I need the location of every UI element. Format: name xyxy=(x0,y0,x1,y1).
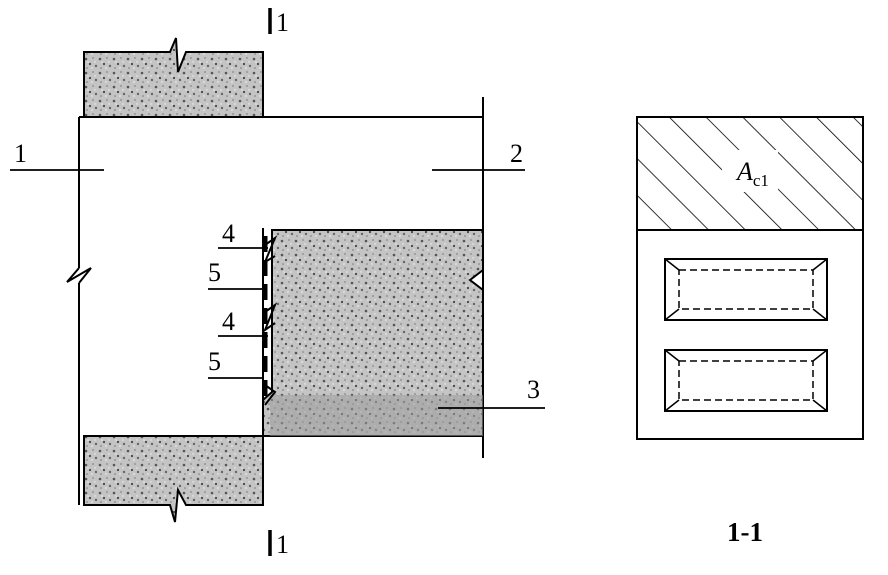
anchor-bars xyxy=(262,235,278,406)
callout-4b: 4 xyxy=(222,307,235,336)
callout-2: 2 xyxy=(510,139,523,168)
svg-text:1: 1 xyxy=(276,8,289,37)
section-mark-bottom: 1 xyxy=(268,530,289,559)
upper-column xyxy=(83,37,264,118)
opening-upper xyxy=(664,258,828,321)
section-mark-top: 1 xyxy=(268,8,289,37)
elevation-view: 1 2 3 4 4 5 5 1 1 xyxy=(10,8,545,559)
beam-block xyxy=(262,229,484,437)
section-caption: 1-1 xyxy=(727,517,763,547)
callout-3: 3 xyxy=(527,375,540,404)
area-label: Ac1 xyxy=(735,157,769,190)
leader-lines xyxy=(10,169,545,409)
callout-1: 1 xyxy=(14,139,27,168)
section-outline xyxy=(636,116,864,440)
callout-5a: 5 xyxy=(208,258,221,287)
opening-lower xyxy=(664,349,828,412)
lower-column xyxy=(83,435,264,523)
callout-5b: 5 xyxy=(208,347,221,376)
section-view: Ac1 1-1 xyxy=(636,116,864,547)
callout-4a: 4 xyxy=(222,219,235,248)
svg-text:1: 1 xyxy=(276,530,289,559)
